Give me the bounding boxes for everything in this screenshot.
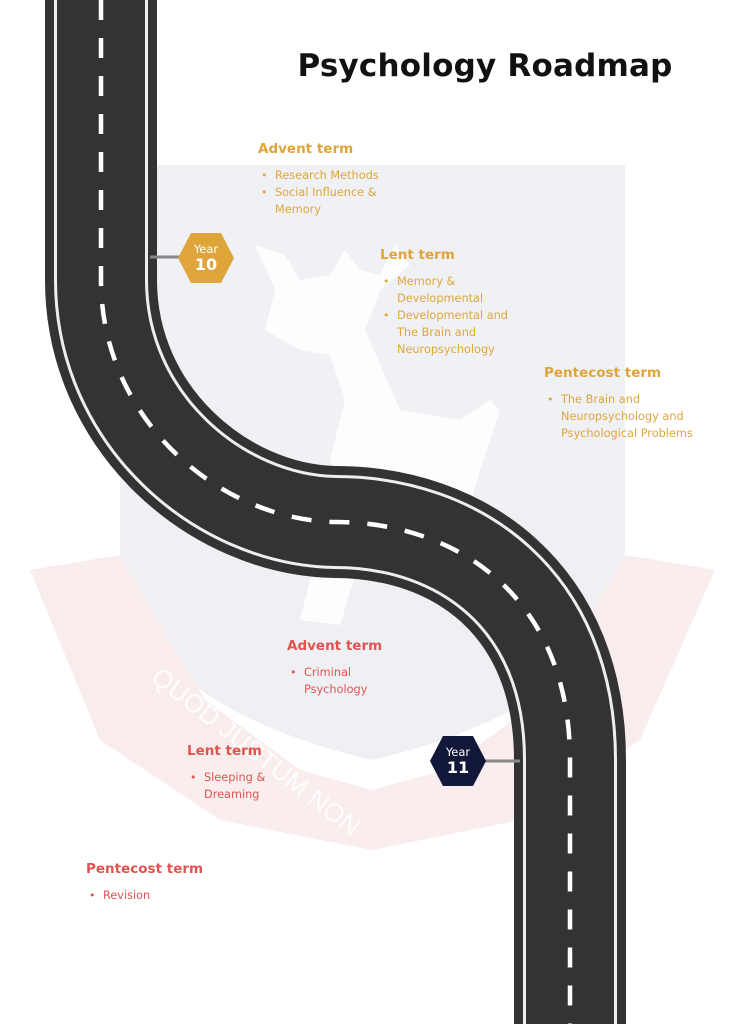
term-heading: Pentecost term <box>544 365 662 381</box>
term-item: Research Methods <box>258 167 388 184</box>
year10-pentecost-term: Pentecost term The Brain and Neuropsycho… <box>544 365 694 442</box>
year11-badge-label: Year <box>445 745 471 759</box>
page-title: Psychology Roadmap <box>297 48 673 84</box>
road-center-dashes <box>98 0 573 1024</box>
year11-badge-number: 11 <box>446 758 470 777</box>
year11-badge: Year 11 <box>430 736 486 786</box>
year10-advent-term: Advent term Research Methods Social Infl… <box>258 141 388 218</box>
year11-lent-term: Lent term Sleeping & Dreaming <box>187 743 297 803</box>
year10-badge-label: Year <box>193 242 219 256</box>
year11-pentecost-term: Pentecost term Revision <box>86 861 226 904</box>
term-item: Revision <box>86 887 226 904</box>
term-heading: Lent term <box>187 743 262 759</box>
term-item: The Brain and Neuropsychology and Psycho… <box>544 391 694 442</box>
term-item: Sleeping & Dreaming <box>187 769 297 803</box>
term-heading: Lent term <box>380 247 455 263</box>
year11-advent-term: Advent term Criminal Psychology <box>287 638 407 698</box>
term-item: Memory & Developmental <box>380 273 525 307</box>
year10-badge-shape <box>178 233 234 283</box>
term-item: Criminal Psychology <box>287 664 407 698</box>
year10-badge: Year 10 <box>178 233 234 283</box>
year10-badge-number: 10 <box>194 255 218 274</box>
term-item: Developmental and The Brain and Neuropsy… <box>380 307 525 358</box>
term-heading: Advent term <box>258 141 354 157</box>
term-heading: Pentecost term <box>86 861 204 877</box>
term-item: Social Influence & Memory <box>258 184 388 218</box>
year10-lent-term: Lent term Memory & Developmental Develop… <box>380 247 525 358</box>
year11-badge-shape <box>430 736 486 786</box>
term-heading: Advent term <box>287 638 383 654</box>
